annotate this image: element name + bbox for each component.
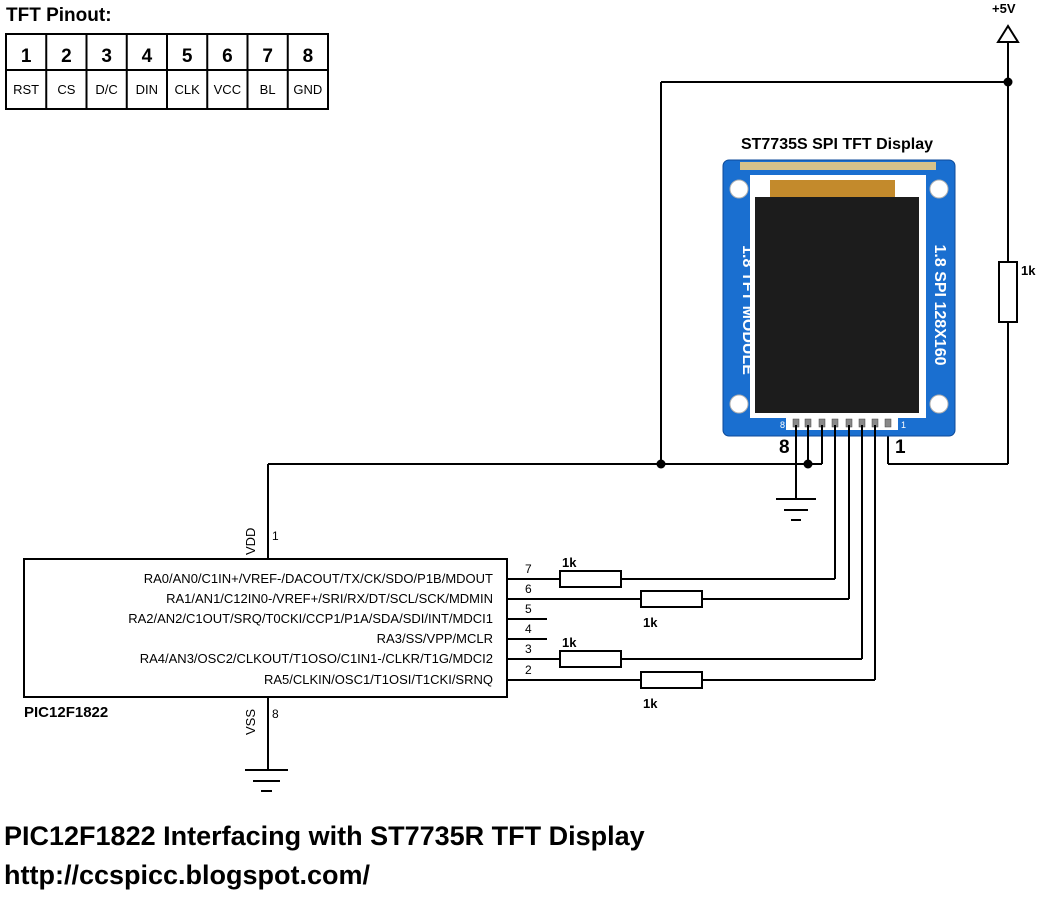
mcu-pin-number: 3 — [525, 642, 532, 656]
mcu-pin-name: RA5/CLKIN/OSC1/T1OSI/T1CKI/SRNQ — [264, 672, 493, 687]
backlight-resistor: 1k — [887, 261, 1036, 465]
pinout-pin-name: D/C — [95, 82, 117, 97]
footer-title: PIC12F1822 Interfacing with ST7735R TFT … — [4, 821, 645, 851]
signal-nets: 1k 1k 1k 1k — [547, 425, 876, 711]
silk-label-1: 1 — [901, 420, 906, 430]
series-resistor — [559, 650, 622, 668]
resistor-body — [998, 261, 1018, 323]
pinout-number: 6 — [222, 46, 233, 67]
mcu-pin-name: RA1/AN1/C12IN0-/VREF+/SRI/RX/DT/SCL/SCK/… — [166, 591, 493, 606]
pinout-number: 1 — [21, 46, 32, 67]
display-pin-1-label: 1 — [895, 437, 906, 458]
pinout-pin-name: DIN — [136, 82, 158, 97]
mcu-body — [23, 558, 508, 698]
mount-hole-icon — [929, 179, 949, 199]
mcu-pin-name: RA4/AN3/OSC2/CLKOUT/T1OSO/C1IN1-/CLKR/T1… — [140, 651, 493, 666]
series-resistor-label: 1k — [643, 696, 658, 711]
tft-display-module: ST7735S SPI TFT Display 1.8 TFT MODULE 1… — [722, 136, 956, 458]
header-strip — [740, 162, 936, 170]
mcu-name: PIC12F1822 — [24, 704, 108, 721]
mount-hole-icon — [929, 394, 949, 414]
mcu-pin-number: 6 — [525, 582, 532, 596]
mcu-vss-pin: 8 — [272, 707, 279, 721]
silk-label-8: 8 — [780, 420, 785, 430]
mcu-pin-number: 2 — [525, 663, 532, 677]
mcu-pin-name: RA0/AN0/C1IN+/VREF-/DACOUT/TX/CK/SDO/P1B… — [144, 571, 493, 586]
supply-arrow-icon — [996, 24, 1020, 43]
supply-5v: +5V — [660, 1, 1020, 464]
display-pin — [884, 418, 892, 428]
mcu-vss-label: VSS — [243, 709, 258, 735]
series-resistor — [640, 590, 703, 608]
junction-dot — [1003, 77, 1013, 87]
series-resistor — [640, 671, 703, 689]
pinout-pin-name: RST — [13, 82, 39, 97]
pinout-title: TFT Pinout: — [6, 5, 112, 26]
pinout-number: 3 — [101, 46, 112, 67]
mcu-pin-number: 7 — [525, 562, 532, 576]
mcu-vdd-pin: 1 — [272, 529, 279, 543]
display-pin-8-label: 8 — [779, 437, 790, 458]
pinout-pin-name: BL — [260, 82, 276, 97]
display-ground — [776, 425, 816, 521]
mcu-pin-name: RA2/AN2/C1OUT/SRQ/T0CKI/CCP1/P1A/SDA/SDI… — [128, 611, 493, 626]
flex-cable — [770, 180, 895, 198]
mcu-vdd-label: VDD — [243, 528, 258, 555]
display-screen — [755, 197, 919, 413]
mcu-pin-number: 4 — [525, 622, 532, 636]
vdd-net — [267, 425, 823, 559]
pinout-number: 8 — [303, 46, 314, 67]
series-resistor-label: 1k — [562, 635, 577, 650]
pinout-pin-name: CS — [57, 82, 75, 97]
pinout-pin-name: VCC — [214, 82, 241, 97]
board-left-text: 1.8 TFT MODULE — [739, 245, 756, 375]
footer-url: http://ccspicc.blogspot.com/ — [4, 860, 371, 890]
series-resistor-label: 1k — [562, 555, 577, 570]
mount-hole-icon — [729, 179, 749, 199]
mcu-pins: RA0/AN0/C1IN+/VREF-/DACOUT/TX/CK/SDO/P1B… — [128, 562, 547, 687]
pinout-number: 4 — [142, 46, 153, 67]
junction-dot — [656, 459, 666, 469]
pin-header — [786, 418, 898, 430]
supply-label: +5V — [992, 1, 1016, 16]
series-resistor-label: 1k — [643, 615, 658, 630]
pinout-pin-name: GND — [293, 82, 322, 97]
backlight-resistor-label: 1k — [1021, 263, 1036, 278]
pinout-number: 5 — [182, 46, 193, 67]
mount-hole-icon — [729, 394, 749, 414]
pinout-number: 7 — [262, 46, 273, 67]
mcu-pin-name: RA3/SS/VPP/MCLR — [377, 631, 493, 646]
board-right-text: 1.8 SPI 128X160 — [931, 245, 948, 366]
mcu: VDD 1 VSS 8 PIC12F1822 RA0/AN0/C1IN+/VRE… — [23, 528, 547, 792]
display-title: ST7735S SPI TFT Display — [741, 136, 933, 153]
series-resistor — [559, 570, 622, 588]
pinout-number: 2 — [61, 46, 72, 67]
pinout-pin-name: CLK — [174, 82, 200, 97]
mcu-pin-number: 5 — [525, 602, 532, 616]
